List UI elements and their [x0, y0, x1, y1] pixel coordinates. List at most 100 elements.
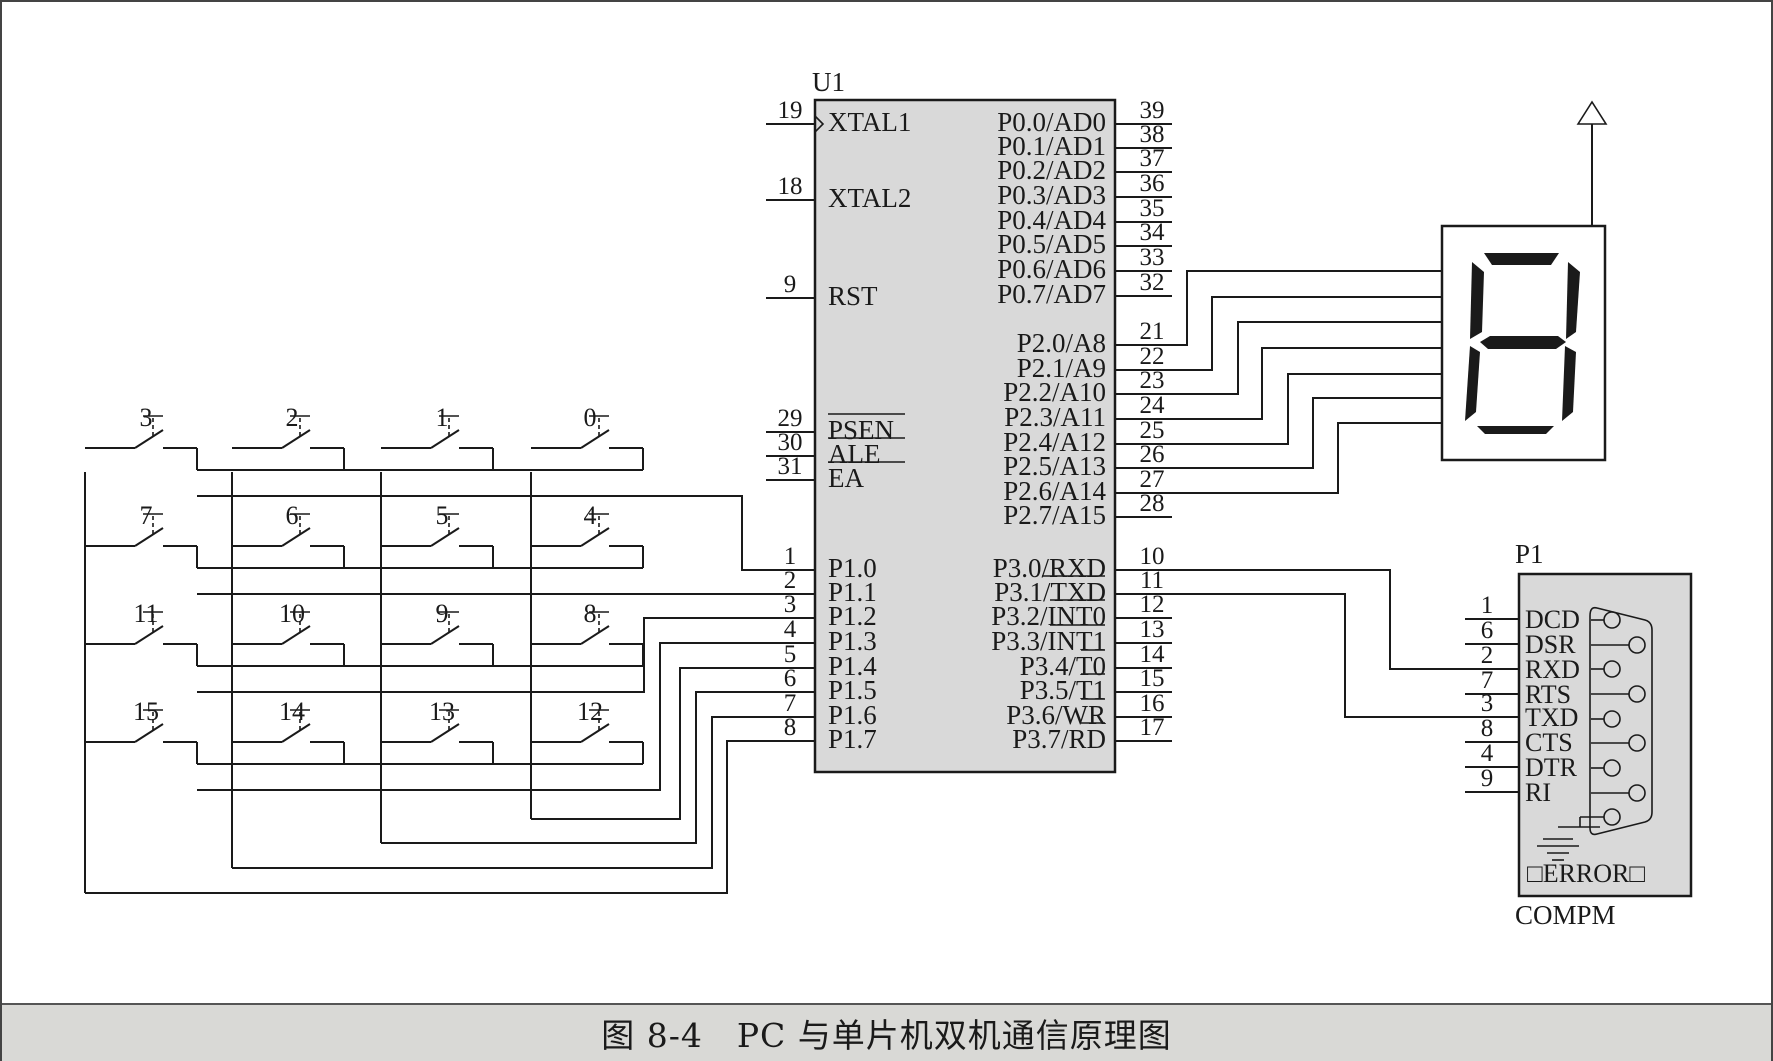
- mcu-pin-name: P1.5: [828, 675, 877, 705]
- switch-contact: [134, 429, 164, 449]
- pin-contact-icon: [1603, 808, 1621, 826]
- switch-contact: [134, 723, 164, 743]
- switch-contact: [281, 527, 311, 547]
- key-switch[interactable]: 13: [381, 697, 493, 743]
- mcu-pin-number: 11: [1140, 567, 1164, 594]
- key-switch[interactable]: 0: [531, 403, 643, 449]
- key-switch[interactable]: 11: [85, 599, 197, 645]
- key-switch[interactable]: 15: [85, 697, 197, 743]
- key-label: 1: [436, 403, 449, 432]
- seven-segment-display: [1440, 100, 1608, 462]
- mcu-pin-name: P3.2/INT0: [991, 601, 1106, 631]
- mcu-pin-name: P0.1/AD1: [997, 131, 1106, 161]
- key-switch[interactable]: 10: [232, 599, 344, 645]
- key-switch[interactable]: 14: [232, 697, 344, 743]
- switch-contact: [281, 625, 311, 645]
- mcu-pin-number: 37: [1140, 145, 1165, 172]
- connector-pin-name: RTS: [1525, 680, 1571, 709]
- key-label: 7: [140, 501, 153, 530]
- key-switch[interactable]: 5: [381, 501, 493, 547]
- mcu-pin-name: P2.6/A14: [1003, 476, 1106, 506]
- mcu-pin-number: 34: [1140, 219, 1166, 246]
- key-switch[interactable]: 4: [531, 501, 643, 547]
- pin-contact-icon: [1603, 660, 1621, 678]
- pin-contact-icon: [1603, 710, 1621, 728]
- mcu-pin-name: P1.6: [828, 700, 877, 730]
- ground-icon: [1537, 826, 1600, 861]
- key-switch[interactable]: 6: [232, 501, 344, 547]
- pin-contact-icon: [1628, 636, 1646, 654]
- mcu-pin-number: 38: [1140, 121, 1165, 148]
- mcu-pin-number: 30: [778, 429, 803, 456]
- switch-contact: [580, 625, 610, 645]
- key-label: 14: [279, 697, 305, 726]
- connector-pin-name: CTS: [1525, 728, 1573, 757]
- mcu-pin-name: P1.1: [828, 577, 877, 607]
- mcu-pin-name: P3.5/T1: [1020, 675, 1106, 705]
- mcu-pin-name: P0.2/AD2: [997, 155, 1106, 185]
- mcu-pin-name: P0.0/AD0: [997, 107, 1106, 137]
- mcu-pin-name: P2.4/A12: [1003, 427, 1106, 457]
- connector-pin-number: 1: [1481, 592, 1494, 619]
- mcu-pin-name: P1.4: [828, 651, 877, 681]
- mcu-pin-name: P0.4/AD4: [997, 205, 1106, 235]
- connector-pin-number: 4: [1481, 740, 1494, 767]
- connector-pin-name: DTR: [1525, 753, 1578, 782]
- mcu-pin-name: P0.7/AD7: [997, 279, 1106, 309]
- switch-contact: [430, 429, 460, 449]
- connector-pin-number: 6: [1481, 617, 1494, 644]
- key-switch[interactable]: 12: [531, 697, 643, 743]
- mcu-pin-name: XTAL1: [828, 107, 911, 137]
- mcu-pin-number: 19: [778, 97, 803, 124]
- rxd-net: [1172, 569, 1519, 670]
- mcu-pin-name: P0.6/AD6: [997, 254, 1106, 284]
- p2-display-net: [1172, 347, 1442, 420]
- mcu-pin-number: 3: [784, 591, 797, 618]
- connector-ref-label: P1: [1515, 539, 1544, 569]
- switch-contact: [281, 429, 311, 449]
- mcu-pin-number: 28: [1140, 490, 1165, 517]
- key-switch[interactable]: 8: [531, 599, 643, 645]
- connector-pin-name: TXD: [1525, 703, 1578, 732]
- p2-display-net: [1172, 321, 1442, 395]
- mcu-pin-name: P3.4/T0: [1020, 651, 1106, 681]
- switch-contact: [430, 625, 460, 645]
- digit-8-icon: [1465, 253, 1580, 434]
- p2-display-net: [1172, 373, 1442, 445]
- mcu-pin-name: P2.1/A9: [1017, 353, 1106, 383]
- key-switch[interactable]: 9: [381, 599, 493, 645]
- key-switch[interactable]: 1: [381, 403, 493, 449]
- connector-pin-number: 7: [1481, 667, 1494, 694]
- mcu-pin-name: P2.3/A11: [1004, 402, 1106, 432]
- mcu-pin-name: P1.3: [828, 626, 877, 656]
- p2-display-net: [1172, 422, 1442, 494]
- key-label: 13: [429, 697, 455, 726]
- key-switch[interactable]: 2: [232, 403, 344, 449]
- mcu-pin-number: 27: [1140, 466, 1165, 493]
- mcu-pin-name: ALE: [828, 439, 880, 469]
- key-switch[interactable]: 3: [85, 403, 197, 449]
- key-switch[interactable]: 7: [85, 501, 197, 547]
- mcu-pin-name: P2.2/A10: [1003, 377, 1106, 407]
- connector-pin-name: DSR: [1525, 630, 1576, 659]
- figure-caption: 图 8-4 PC 与单片机双机通信原理图: [601, 1016, 1172, 1055]
- mcu-pin-name: EA: [828, 463, 864, 493]
- mcu-pin-number: 36: [1140, 170, 1165, 197]
- connector-pin-number: 8: [1481, 715, 1494, 742]
- wire-net: [84, 270, 1519, 894]
- switch-contact: [430, 527, 460, 547]
- p1-3-net: [197, 642, 766, 791]
- mcu-pin-name: P1.7: [828, 724, 877, 754]
- p2-display-net: [1172, 270, 1442, 346]
- mcu-ref-label: U1: [812, 67, 845, 97]
- txd-net: [1172, 593, 1519, 718]
- mcu-pin-name: P2.0/A8: [1017, 328, 1106, 358]
- pin-contact-icon: [1628, 685, 1646, 703]
- connector-pin-name: RXD: [1525, 655, 1580, 684]
- mcu-pin-name: P3.1/TXD: [994, 577, 1106, 607]
- mcu-pin-number: 33: [1140, 244, 1165, 271]
- mcu-pin-number: 10: [1140, 543, 1165, 570]
- connector-pin-number: 3: [1481, 690, 1494, 717]
